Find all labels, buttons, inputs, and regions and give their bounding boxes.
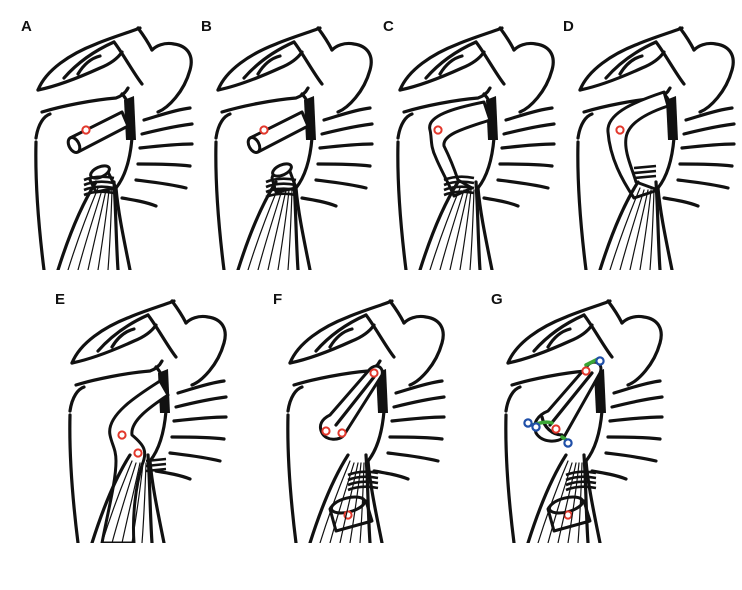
panel-label: E	[55, 291, 66, 308]
panel-label: C	[383, 18, 394, 35]
panel-label: A	[21, 18, 32, 35]
shoulder-anatomy-illustration	[396, 26, 556, 270]
panel-e: E	[52, 285, 230, 543]
panel-label: G	[491, 291, 503, 308]
shoulder-anatomy-illustration	[214, 26, 374, 270]
panel-label: F	[273, 291, 283, 308]
panel-label: D	[563, 18, 574, 35]
shoulder-anatomy-illustration	[286, 299, 446, 543]
panel-g: G	[488, 285, 666, 543]
panel-c: C	[380, 12, 558, 270]
shoulder-anatomy-illustration	[68, 299, 228, 543]
panel-a: A	[18, 12, 196, 270]
shoulder-anatomy-illustration	[34, 26, 194, 270]
panel-d: D	[560, 12, 738, 270]
shoulder-anatomy-illustration	[576, 26, 736, 270]
panel-b: B	[198, 12, 376, 270]
shoulder-anatomy-illustration	[504, 299, 664, 543]
panel-label: B	[201, 18, 212, 35]
panel-f: F	[270, 285, 448, 543]
